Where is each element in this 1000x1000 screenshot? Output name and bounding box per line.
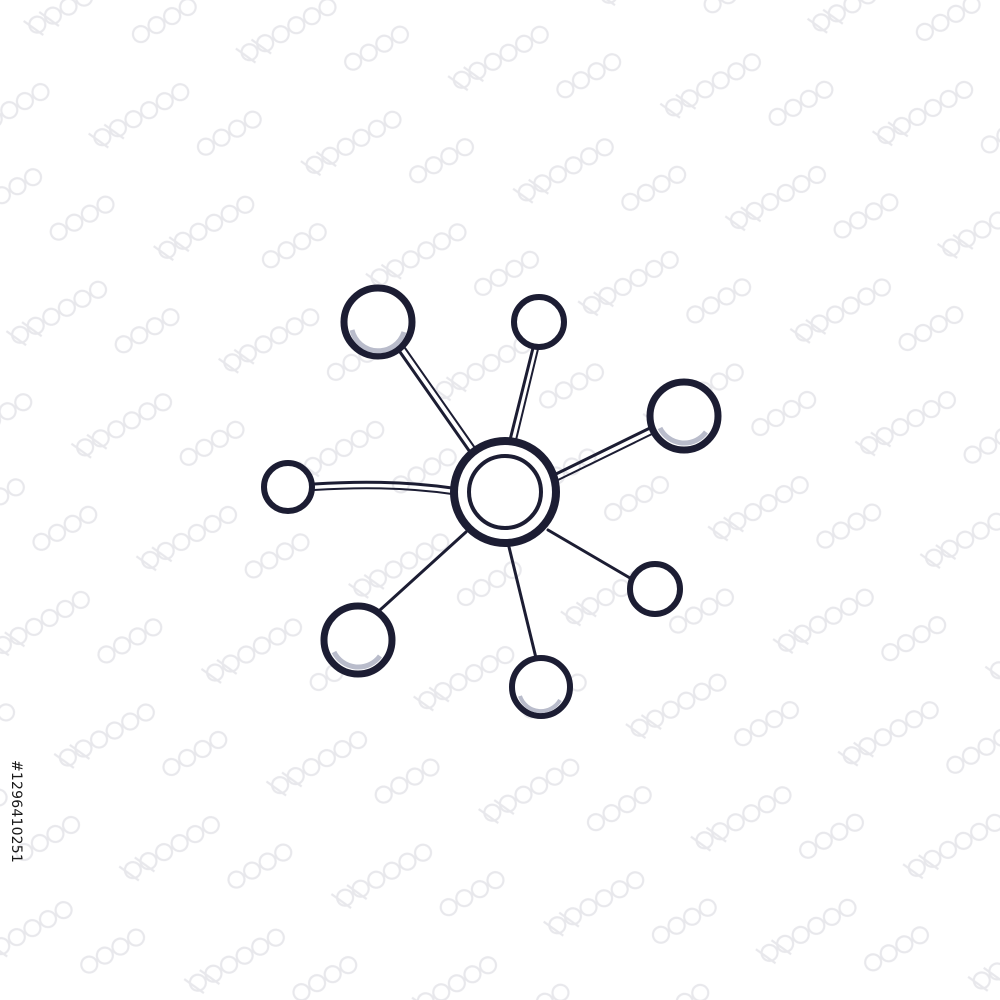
link-top-left: [398, 347, 476, 454]
link-left: [312, 480, 454, 495]
link-bottom: [507, 545, 538, 660]
node-bottom-left: [320, 602, 396, 678]
connection-lines: [312, 346, 653, 660]
link-top: [508, 346, 539, 442]
node-top-left: [340, 284, 416, 360]
node-top: [511, 294, 567, 350]
stock-id-label: #1296410251: [2, 760, 42, 900]
node-right-lower: [627, 561, 683, 617]
link-bottom-left: [378, 530, 468, 612]
link-right-upper: [554, 426, 653, 481]
stock-id-text: #1296410251: [8, 760, 24, 864]
node-left: [261, 460, 315, 514]
node-bottom: [509, 655, 573, 719]
node-right-upper: [646, 378, 722, 454]
link-right-lower: [546, 528, 632, 580]
central-hub-node: [450, 437, 560, 547]
